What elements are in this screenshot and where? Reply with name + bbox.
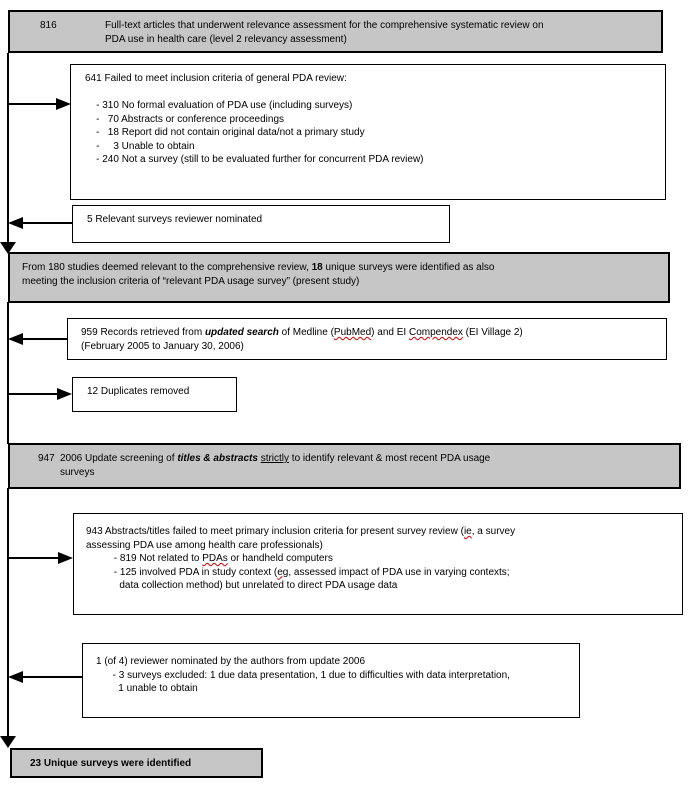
arrowhead-left-records-retrieved xyxy=(8,333,23,345)
connector-to-failed-inclusion-box xyxy=(8,103,57,105)
box-fulltext-articles-assessed: 816 Full-text articles that underwent re… xyxy=(8,10,663,53)
box-18-unique-surveys-identified: From 180 studies deemed relevant to the … xyxy=(8,252,670,303)
spine-line-top xyxy=(7,53,9,244)
arrowhead-right-abstracts-failed xyxy=(58,552,73,564)
box-23-unique-surveys-identified: 23 Unique surveys were identified xyxy=(10,748,263,778)
spine-line-middle xyxy=(7,302,9,444)
box-2006-update-screening-text: 2006 Update screening of titles & abstra… xyxy=(60,453,491,478)
spine-line-bottom xyxy=(7,488,9,738)
box-records-retrieved-updated-search: 959 Records retrieved from updated searc… xyxy=(67,318,667,360)
box-fulltext-articles-text: Full-text articles that underwent releva… xyxy=(105,20,544,45)
box-duplicates-removed: 12 Duplicates removed xyxy=(72,377,237,412)
arrowhead-down-to-final-box xyxy=(0,736,16,748)
box-abstracts-failed-primary-criteria: 943 Abstracts/titles failed to meet prim… xyxy=(73,513,683,615)
box-reviewer-nominated-update-2006: 1 (of 4) reviewer nominated by the autho… xyxy=(82,643,580,718)
connector-to-duplicates-box xyxy=(8,393,58,395)
box-failed-inclusion-criteria: 641 Failed to meet inclusion criteria of… xyxy=(70,64,666,200)
connector-from-reviewer-nominated-box xyxy=(22,222,72,224)
arrowhead-down-to-18-surveys-box xyxy=(0,242,16,254)
arrowhead-left-reviewer-nominated xyxy=(8,217,23,229)
box-2006-update-screening: 947 2006 Update screening of titles & ab… xyxy=(8,443,681,489)
box-count-947: 947 xyxy=(38,453,55,464)
box-reviewer-nominated-surveys: 5 Relevant surveys reviewer nominated xyxy=(72,205,450,243)
arrowhead-right-duplicates xyxy=(57,388,72,400)
arrowhead-left-reviewer-update xyxy=(8,671,23,683)
connector-from-reviewer-update-box xyxy=(22,676,82,678)
connector-from-records-retrieved-box xyxy=(22,338,67,340)
arrowhead-right-failed-inclusion xyxy=(56,98,71,110)
connector-to-abstracts-failed-box xyxy=(8,557,59,559)
box-count-816: 816 xyxy=(40,20,57,31)
